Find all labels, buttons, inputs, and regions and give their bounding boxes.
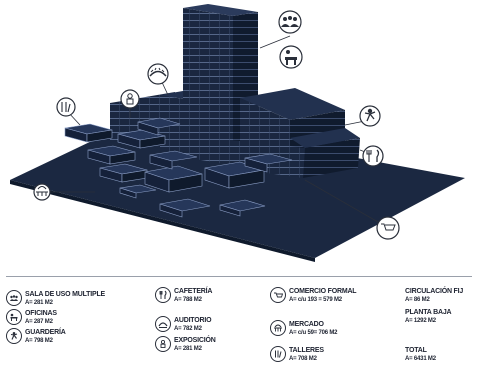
legend-area: A= 782 M2	[174, 326, 202, 332]
legend-name: GUARDERÍA	[25, 329, 66, 336]
legend-name: CAFETERÍA	[174, 288, 213, 295]
tower-front	[183, 8, 233, 150]
legend-area: A= 281 M2	[174, 346, 202, 352]
exhibition-icon	[155, 336, 171, 352]
legend-mercado: MERCADO A= c/u 59= 706 M2	[270, 320, 338, 338]
legend-name: TALLERES	[289, 347, 324, 354]
legend-area: A= 798 M2	[25, 338, 53, 344]
exhibition-icon	[120, 89, 140, 109]
child-icon	[359, 105, 381, 127]
fork-knife-icon	[362, 145, 384, 167]
legend-area: A= 788 M2	[174, 297, 202, 303]
auditorium-icon	[155, 316, 171, 332]
legend-area: A= 281 M2	[25, 300, 53, 306]
legend-auditorio: AUDITORIO A= 782 M2	[155, 316, 212, 334]
legend-exposicion: EXPOSICIÓN A= 281 M2	[155, 336, 216, 354]
legend-name: TOTAL	[405, 347, 427, 354]
ground-edge	[10, 180, 315, 262]
child-icon	[6, 328, 22, 344]
legend-name: OFICINAS	[25, 310, 57, 317]
legend-talleres: TALLERES A= 708 M2	[270, 346, 324, 364]
fork-knife-icon	[155, 287, 171, 303]
market-icon	[270, 320, 286, 336]
people-group-icon	[278, 10, 302, 34]
legend-name: AUDITORIO	[174, 317, 212, 324]
legend-area: A= 6431 M2	[405, 356, 436, 362]
legend-guarderia: GUARDERÍA A= 798 M2	[6, 328, 66, 346]
legend-circulacion: CIRCULACIÓN FIJ A= 86 M2	[405, 287, 463, 305]
office-desk-icon	[6, 309, 22, 325]
legend-oficinas: OFICINAS A= 287 M2	[6, 309, 57, 327]
legend-name: EXPOSICIÓN	[174, 337, 216, 344]
auditorium-icon	[147, 63, 169, 85]
legend-sala: SALA DE USO MULTIPLE A= 281 M2	[6, 290, 105, 308]
legend-area: A= c/u 193 = 579 M2	[289, 297, 342, 303]
legend-area: A= 1292 M2	[405, 318, 436, 324]
legend-total: TOTAL A= 6431 M2	[405, 346, 436, 364]
legend-area: A= c/u 59= 706 M2	[289, 330, 338, 336]
legend-name: SALA DE USO MULTIPLE	[25, 291, 106, 298]
legend-name: MERCADO	[289, 321, 324, 328]
shopping-cart-icon	[376, 216, 400, 240]
market-icon	[33, 183, 51, 201]
tower-top	[183, 4, 258, 16]
legend-area: A= 708 M2	[289, 356, 317, 362]
area-legend: SALA DE USO MULTIPLE A= 281 M2 OFICINAS …	[0, 283, 478, 387]
legend-planta: PLANTA BAJA A= 1292 M2	[405, 308, 452, 326]
workshop-icon	[270, 346, 286, 362]
people-group-icon	[6, 290, 22, 306]
workshop-icon	[56, 97, 76, 117]
legend-name: COMERCIO FORMAL	[289, 288, 357, 295]
shopping-cart-icon	[270, 287, 286, 303]
pavilions	[64, 117, 293, 218]
legend-separator	[6, 276, 472, 277]
isometric-building-diagram	[10, 4, 465, 262]
wing-lower-top	[290, 128, 360, 148]
leader-lines	[48, 35, 379, 223]
wing-top	[240, 88, 345, 120]
legend-name: PLANTA BAJA	[405, 309, 452, 316]
legend-comercio: COMERCIO FORMAL A= c/u 193 = 579 M2	[270, 287, 357, 305]
office-desk-icon	[279, 45, 303, 69]
wing-lower-side	[303, 138, 360, 178]
legend-name: CIRCULACIÓN FIJ	[405, 288, 464, 295]
legend-area: A= 86 M2	[405, 297, 430, 303]
legend-cafeteria: CAFETERÍA A= 788 M2	[155, 287, 212, 305]
legend-area: A= 287 M2	[25, 319, 53, 325]
